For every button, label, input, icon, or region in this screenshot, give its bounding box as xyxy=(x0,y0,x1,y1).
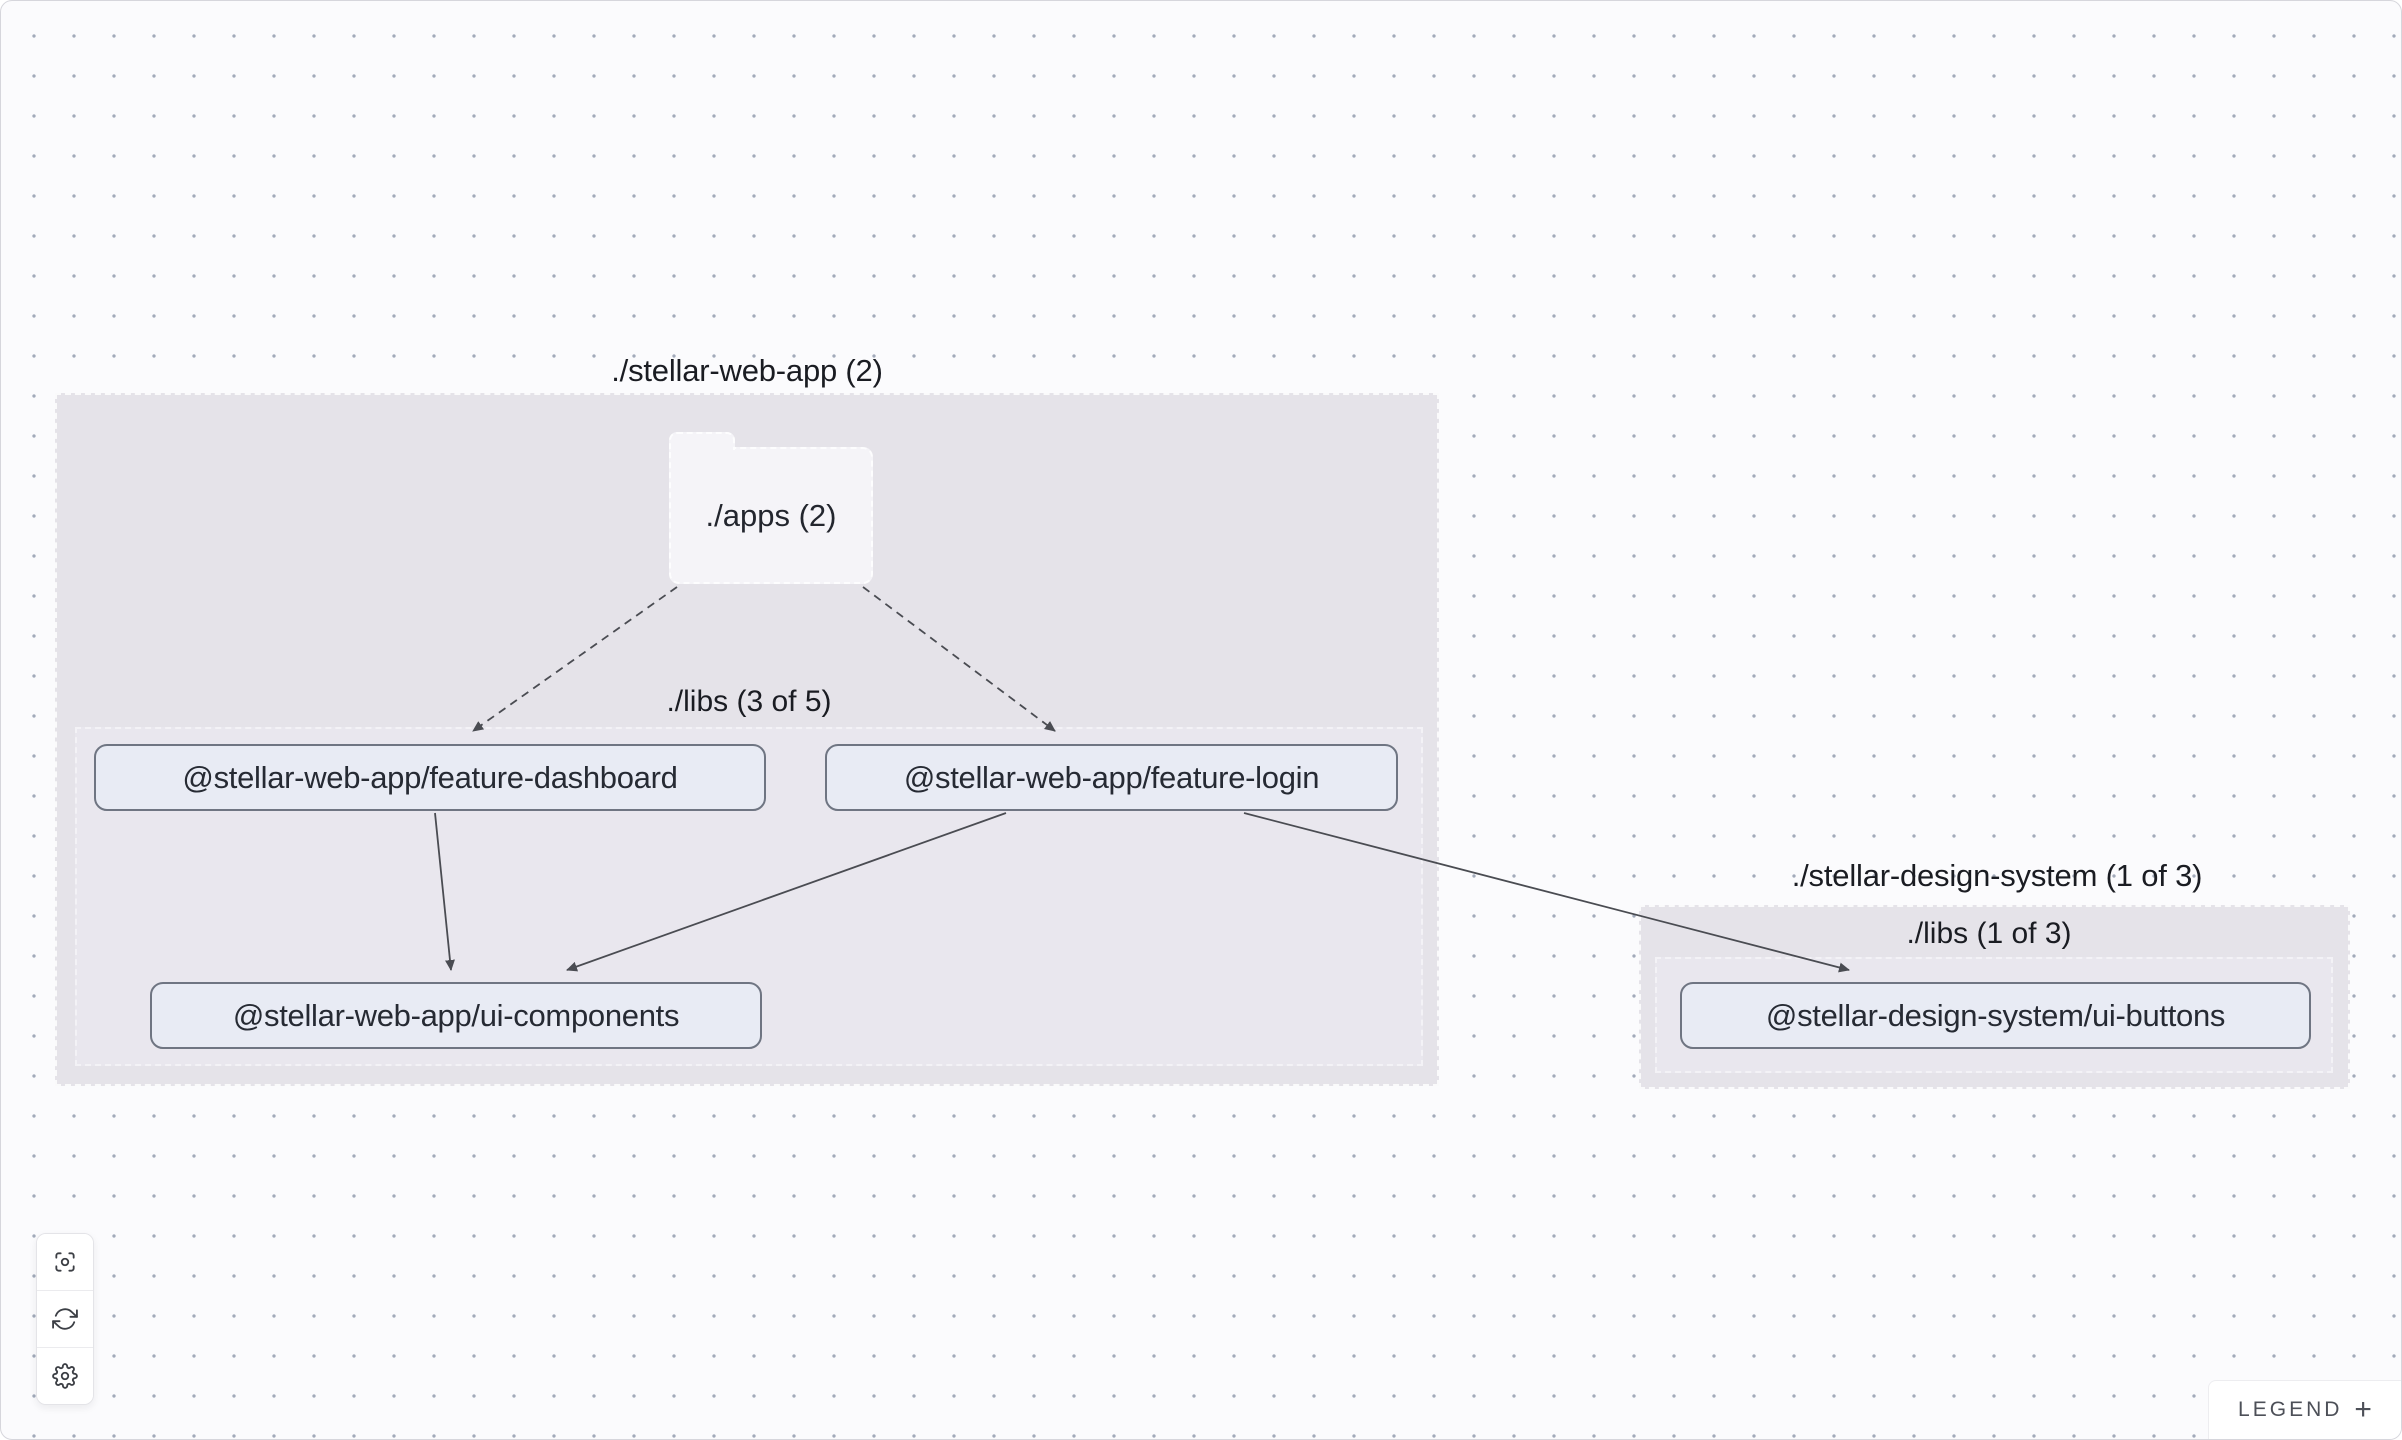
refresh-button[interactable] xyxy=(37,1290,93,1347)
refresh-icon xyxy=(52,1308,78,1330)
node-feature-dashboard[interactable]: @stellar-web-app/feature-dashboard xyxy=(94,744,766,811)
legend-label: LEGEND xyxy=(2238,1398,2343,1421)
node-ui-buttons[interactable]: @stellar-design-system/ui-buttons xyxy=(1680,982,2311,1049)
focus-icon xyxy=(55,1252,75,1272)
focus-button[interactable] xyxy=(37,1234,93,1290)
libs-label-stellar-design-system: ./libs (1 of 3) xyxy=(1906,917,2072,950)
group-title-stellar-web-app: ./stellar-web-app (2) xyxy=(611,353,883,388)
libs-label-stellar-web-app: ./libs (3 of 5) xyxy=(666,685,832,718)
folder-node-label: ./apps (2) xyxy=(705,497,837,533)
folder-tab xyxy=(669,432,735,450)
node-feature-login[interactable]: @stellar-web-app/feature-login xyxy=(825,744,1398,811)
legend-toggle[interactable]: LEGEND + xyxy=(2208,1380,2401,1439)
node-ui-components[interactable]: @stellar-web-app/ui-components xyxy=(150,982,762,1049)
plus-icon: + xyxy=(2354,1393,2372,1426)
gear-icon xyxy=(52,1363,78,1389)
folder-node-apps[interactable]: ./apps (2) xyxy=(669,432,873,584)
settings-button[interactable] xyxy=(37,1347,93,1404)
graph-toolbar xyxy=(36,1233,94,1405)
group-title-stellar-design-system: ./stellar-design-system (1 of 3) xyxy=(1791,858,2203,893)
